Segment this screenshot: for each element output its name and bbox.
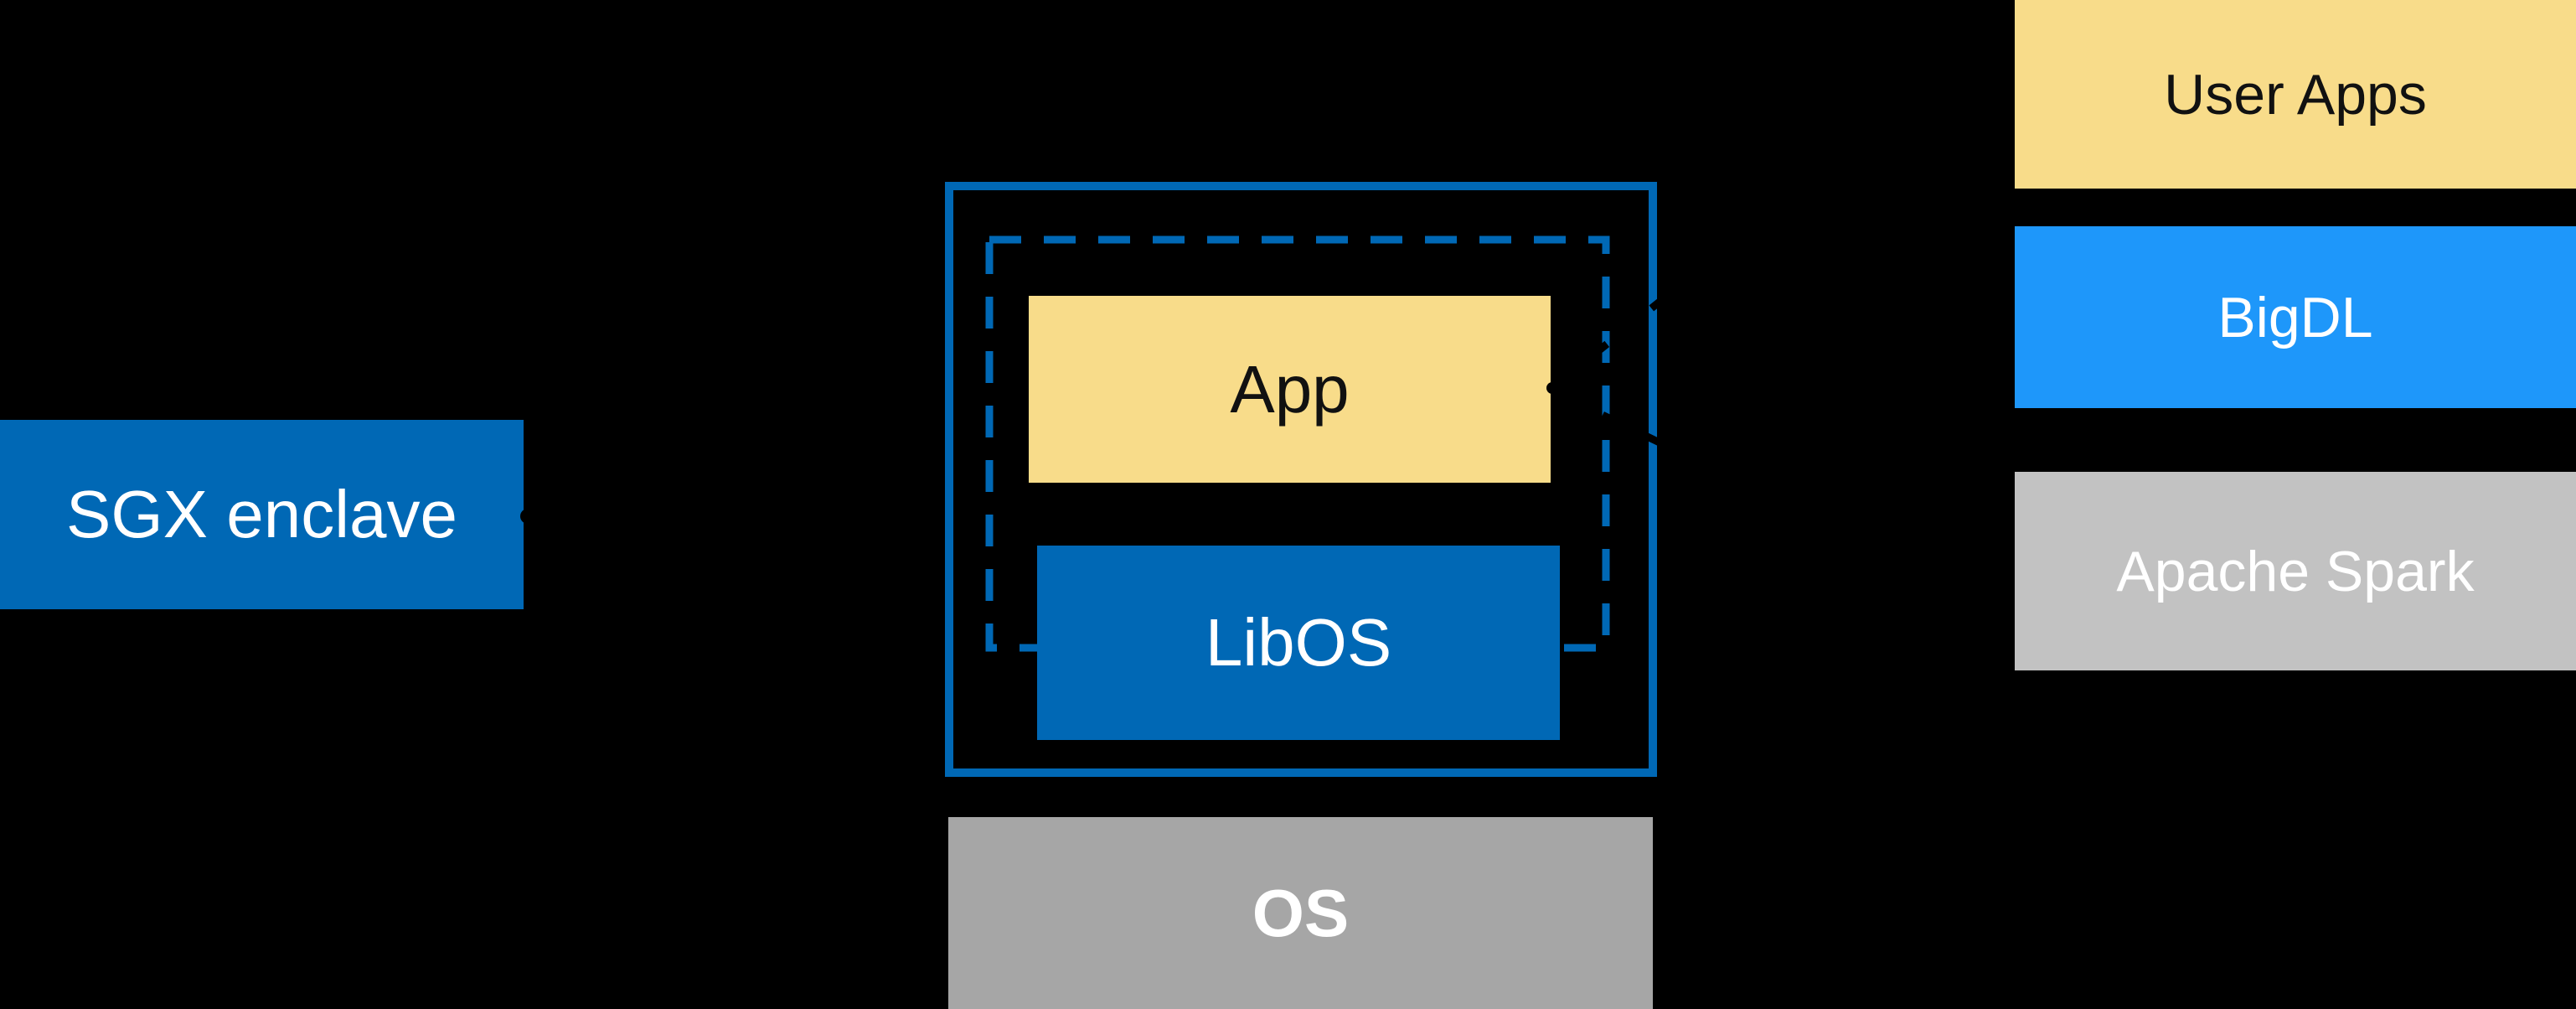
- os-label: OS: [1252, 875, 1350, 950]
- libos-box: LibOS: [1037, 546, 1560, 740]
- apache-spark-label: Apache Spark: [2116, 539, 2475, 603]
- app-label: App: [1230, 351, 1350, 427]
- user-apps-box: User Apps: [2015, 0, 2576, 189]
- sgx-enclave-label-box: SGX enclave: [0, 420, 524, 609]
- user-apps-label: User Apps: [2164, 62, 2427, 127]
- libos-label: LibOS: [1205, 605, 1392, 680]
- bigdl-box: BigDL: [2015, 226, 2576, 408]
- bigdl-label: BigDL: [2217, 285, 2373, 349]
- app-box: App: [1029, 296, 1551, 483]
- sgx-enclave-label: SGX enclave: [66, 477, 457, 551]
- apache-spark-box: Apache Spark: [2015, 472, 2576, 670]
- os-box: OS: [948, 817, 1653, 1009]
